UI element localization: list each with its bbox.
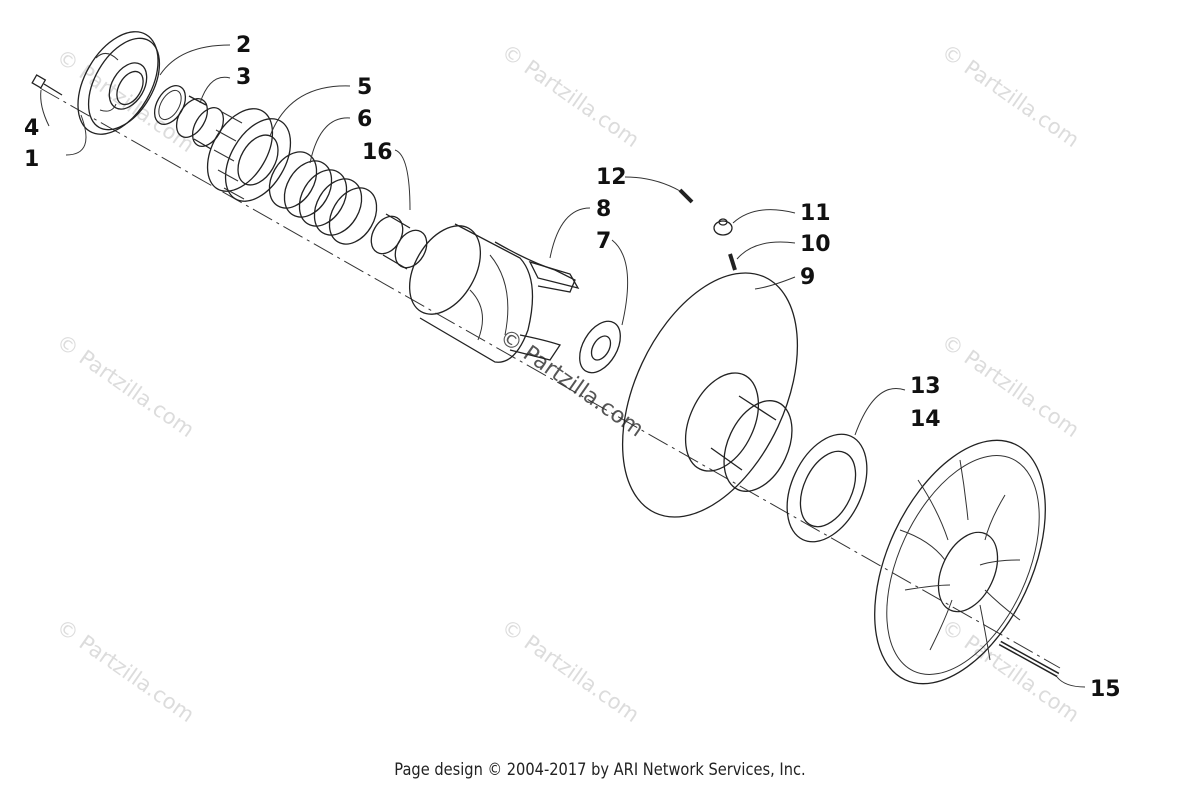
watermark: © Partzilla.com <box>497 39 644 152</box>
watermark: © Partzilla.com <box>52 329 199 442</box>
callout-1: 1 <box>24 147 39 172</box>
part-cam-5 <box>206 108 292 202</box>
watermark-center: © Partzilla.com <box>495 324 648 442</box>
callout-13: 13 <box>910 374 941 399</box>
part-sheave-9 <box>621 272 799 518</box>
watermark: © Partzilla.com <box>52 44 199 157</box>
callout-10: 10 <box>800 232 831 257</box>
callout-8: 8 <box>596 197 611 222</box>
callout-14: 14 <box>910 407 941 432</box>
footer-copyright: Page design © 2004-2017 by ARI Network S… <box>394 760 806 780</box>
callout-12: 12 <box>596 165 627 190</box>
callout-6: 6 <box>357 107 372 132</box>
callout-11: 11 <box>800 201 831 226</box>
callout-3: 3 <box>236 65 251 90</box>
callout-9: 9 <box>800 265 815 290</box>
part-plate-14 <box>874 439 1046 685</box>
part-pin-12 <box>678 188 694 204</box>
part-screw-4 <box>31 74 63 96</box>
part-helix-housing <box>408 223 576 363</box>
part-cover-1 <box>77 31 161 135</box>
callout-16: 16 <box>362 140 393 165</box>
watermark: © Partzilla.com <box>937 614 1084 727</box>
callout-5: 5 <box>357 75 372 100</box>
leader-lines <box>40 44 1086 688</box>
watermark: © Partzilla.com <box>497 614 644 727</box>
watermark: © Partzilla.com <box>937 39 1084 152</box>
part-cap-11 <box>713 218 733 236</box>
part-bolt-15 <box>998 640 1060 678</box>
part-bushing-3 <box>175 95 225 150</box>
part-roller-8 <box>528 260 580 290</box>
center-axis <box>39 87 1061 669</box>
part-spring-6 <box>268 151 378 245</box>
callout-2: 2 <box>236 33 251 58</box>
watermark: © Partzilla.com <box>937 329 1084 442</box>
callouts: 4 1 2 3 5 6 16 12 8 7 11 10 9 13 14 15 <box>24 33 1121 702</box>
part-pin-10 <box>728 253 737 271</box>
part-washer-7 <box>579 320 621 374</box>
part-bushing-16 <box>370 213 428 270</box>
callout-4: 4 <box>24 116 39 141</box>
watermark: © Partzilla.com <box>52 614 199 727</box>
callout-15: 15 <box>1090 677 1121 702</box>
part-gasket-13 <box>786 433 868 543</box>
callout-7: 7 <box>596 229 611 254</box>
